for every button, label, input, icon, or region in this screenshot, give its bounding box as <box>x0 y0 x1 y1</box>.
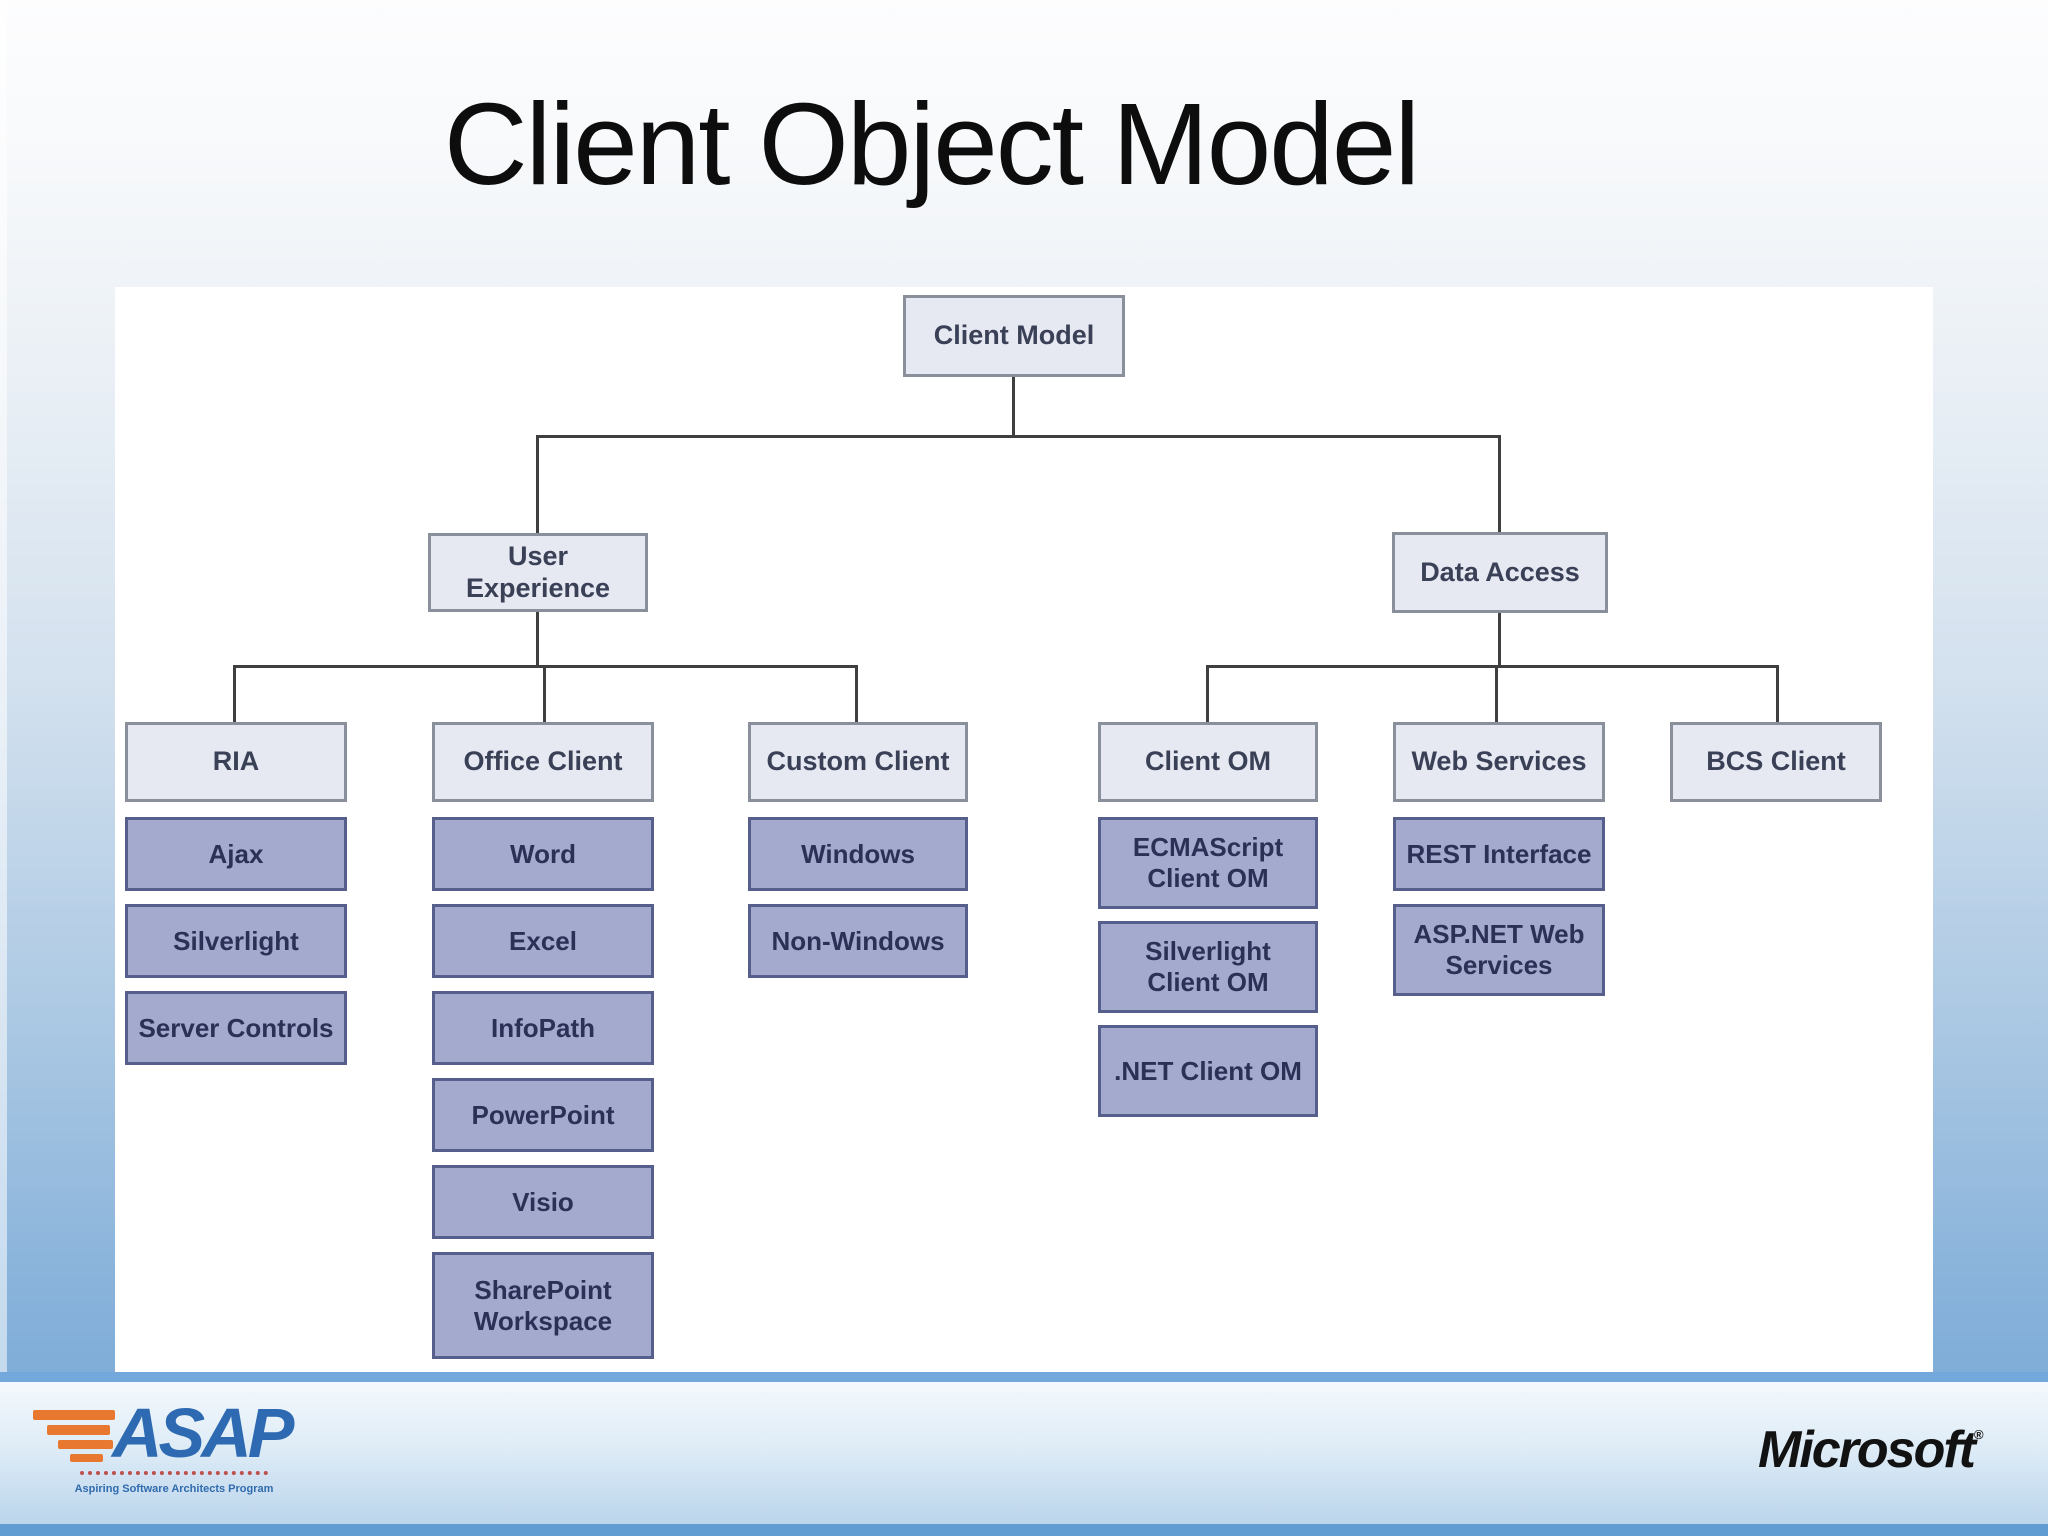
node-office-client: Office Client <box>432 722 654 802</box>
microsoft-logo: Microsoft® <box>1758 1421 1983 1479</box>
asap-stripe-icon <box>58 1440 113 1449</box>
node-custom-client: Custom Client <box>748 722 968 802</box>
node-ecmascript-client-om: ECMAScript Client OM <box>1098 817 1318 909</box>
connector-level1-horizontal <box>536 435 1501 438</box>
node-ajax: Ajax <box>125 817 347 891</box>
node-visio: Visio <box>432 1165 654 1239</box>
asap-stripe-icon <box>70 1454 103 1462</box>
asap-stripe-icon <box>33 1410 115 1420</box>
node-silverlight-client-om: Silverlight Client OM <box>1098 921 1318 1013</box>
node-windows: Windows <box>748 817 968 891</box>
node-client-model: Client Model <box>903 295 1125 377</box>
connector-user-experience-bottom <box>536 612 539 668</box>
node-web-services: Web Services <box>1393 722 1605 802</box>
node-sharepoint-workspace: SharePoint Workspace <box>432 1252 654 1359</box>
footer <box>0 1382 2048 1536</box>
footer-bottom-strip <box>0 1524 2048 1536</box>
connector-user-experience-top <box>536 435 539 533</box>
node-ria: RIA <box>125 722 347 802</box>
connector-da-children-horizontal <box>1206 665 1779 668</box>
connector-office-client-vertical <box>543 665 546 723</box>
connector-client-om-vertical <box>1206 665 1209 723</box>
footer-separator <box>0 1372 2048 1382</box>
node-infopath: InfoPath <box>432 991 654 1065</box>
connector-data-access-top <box>1498 435 1501 533</box>
microsoft-logo-text: Microsoft <box>1758 1421 1976 1479</box>
node-powerpoint: PowerPoint <box>432 1078 654 1152</box>
asap-tagline: Aspiring Software Architects Program <box>74 1483 274 1495</box>
node-non-windows: Non-Windows <box>748 904 968 978</box>
node-server-controls: Server Controls <box>125 991 347 1065</box>
page-title: Client Object Model <box>443 79 1420 209</box>
connector-web-services-vertical <box>1495 665 1498 723</box>
slide-left-edge <box>0 0 7 1372</box>
node-data-access: Data Access <box>1392 532 1608 613</box>
node-rest-interface: REST Interface <box>1393 817 1605 891</box>
node-word: Word <box>432 817 654 891</box>
microsoft-registered-mark: ® <box>1974 1427 1983 1442</box>
asap-logo-text: ASAP <box>112 1394 294 1472</box>
node-aspnet-web-services: ASP.NET Web Services <box>1393 904 1605 996</box>
node-silverlight: Silverlight <box>125 904 347 978</box>
node-user-experience: User Experience <box>428 533 648 612</box>
node-bcs-client: BCS Client <box>1670 722 1882 802</box>
connector-root-vertical <box>1012 377 1015 437</box>
diagram-panel <box>115 287 1933 1372</box>
node-excel: Excel <box>432 904 654 978</box>
node-net-client-om: .NET Client OM <box>1098 1025 1318 1117</box>
connector-custom-client-vertical <box>855 665 858 723</box>
connector-data-access-bottom <box>1498 612 1501 668</box>
asap-dotted-line <box>80 1471 268 1475</box>
asap-stripe-icon <box>47 1425 110 1435</box>
connector-bcs-client-vertical <box>1776 665 1779 723</box>
node-client-om: Client OM <box>1098 722 1318 802</box>
connector-ria-vertical <box>233 665 236 723</box>
